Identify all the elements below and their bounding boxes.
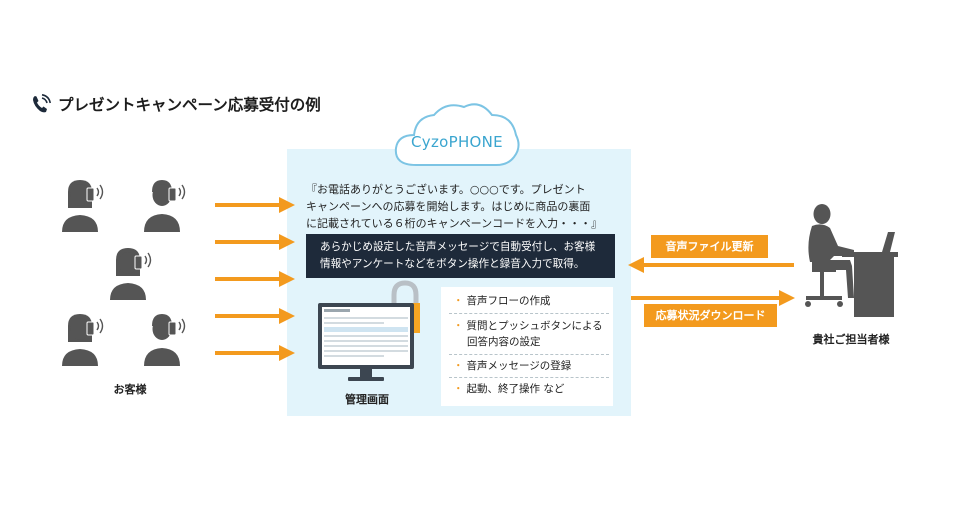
customer-group	[61, 179, 186, 367]
customer-person-icon	[61, 313, 104, 367]
arrow-right-icon	[631, 290, 795, 306]
list-item-text: 音声メッセージの登録	[466, 360, 572, 372]
customer-person-icon	[143, 179, 186, 233]
feature-list: ・音声フローの作成 ・質問とプッシュボタンによる 回答内容の設定 ・音声メッセー…	[441, 287, 613, 406]
list-item-text: 起動、終了操作 など	[466, 383, 565, 395]
list-item: ・音声メッセージの登録	[453, 358, 609, 374]
list-item: ・音声フローの作成	[453, 293, 609, 309]
inbound-arrows	[215, 197, 295, 361]
download-badge: 応募状況ダウンロード	[644, 304, 777, 327]
cloud-icon	[394, 103, 520, 166]
summary-box: あらかじめ設定した音声メッセージで自動受付し、お客様 情報やアンケートなどをボタ…	[306, 234, 615, 278]
voice-message: 『お電話ありがとうございます。○○○です。プレゼント キャンペーンへの応募を開始…	[306, 181, 624, 232]
upload-badge: 音声ファイル更新	[651, 235, 768, 258]
arrow-right-icon	[215, 234, 295, 250]
bullet-dot: ・	[453, 360, 464, 372]
arrow-left-icon	[628, 257, 794, 273]
summary-line: あらかじめ設定した音声メッセージで自動受付し、お客様	[320, 241, 596, 253]
list-item-text: 回答内容の設定	[467, 336, 541, 348]
voice-message-line: 『お電話ありがとうございます。○○○です。プレゼント	[306, 183, 586, 196]
company-label: 貴社ご担当者様	[812, 333, 890, 346]
arrow-right-icon	[215, 345, 295, 361]
page-title: プレゼントキャンペーン応募受付の例	[30, 93, 321, 115]
arrow-right-icon	[215, 308, 295, 324]
bullet-dot: ・	[453, 295, 464, 307]
voice-message-line: キャンペーンへの応募を開始します。はじめに商品の裏面	[306, 200, 591, 213]
title-text: プレゼントキャンペーン応募受付の例	[58, 96, 321, 114]
bullet-dot: ・	[453, 383, 464, 395]
admin-monitor	[318, 280, 420, 381]
list-item-text: 音声フローの作成	[466, 295, 551, 307]
list-item-text: 質問とプッシュボタンによる	[466, 320, 603, 332]
arrow-right-icon	[215, 197, 295, 213]
customer-person-icon	[109, 247, 152, 301]
admin-label: 管理画面	[345, 393, 389, 406]
summary-line: 情報やアンケートなどをボタン操作と録音入力で取得。	[320, 258, 585, 270]
list-item: ・質問とプッシュボタンによる 回答内容の設定	[453, 318, 609, 350]
divider	[449, 354, 609, 355]
arrow-right-icon	[215, 271, 295, 287]
phone-icon	[33, 94, 51, 113]
company-person-icon	[805, 204, 898, 317]
bullet-dot: ・	[453, 320, 464, 332]
voice-message-line: に記載されている６桁のキャンペーンコードを入力・・・』	[306, 217, 603, 230]
service-name: CyzoPHONE	[411, 133, 503, 151]
customer-person-icon	[61, 179, 104, 233]
divider	[449, 313, 609, 314]
divider	[449, 377, 609, 378]
customer-person-icon	[143, 313, 186, 367]
customers-label: お客様	[113, 383, 147, 396]
list-item: ・起動、終了操作 など	[453, 381, 609, 397]
